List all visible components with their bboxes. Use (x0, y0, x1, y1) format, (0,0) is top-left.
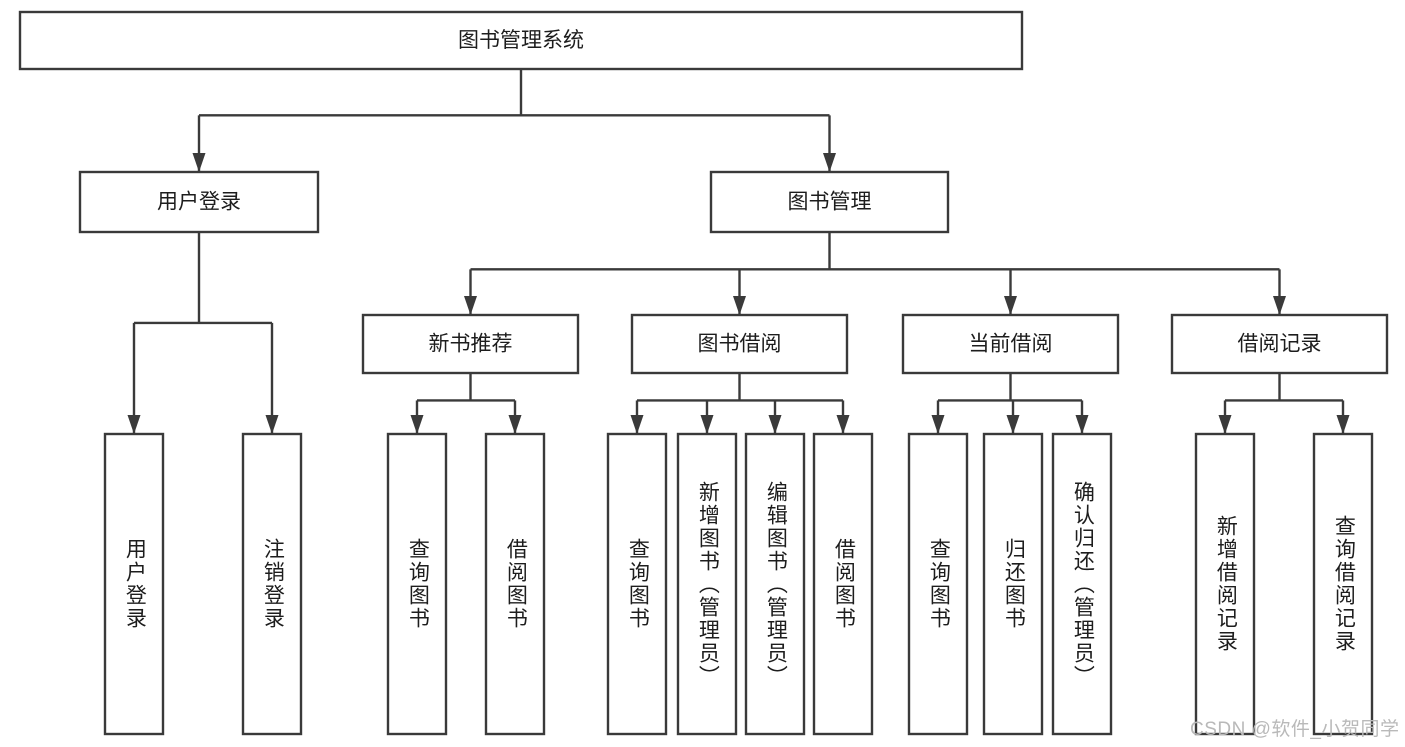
node-leaf-return-book[interactable] (982, 432, 1044, 736)
arrow-head-icon (464, 296, 477, 315)
arrow-head-icon (733, 296, 746, 315)
connector-group-new-book-recommend (410, 373, 522, 434)
node-leaf-confirm-return[interactable] (1051, 432, 1113, 736)
node-label: 用户登录 (157, 191, 241, 214)
arrow-head-icon (1006, 415, 1020, 434)
arrow-head-icon (265, 415, 279, 434)
node-box (606, 432, 668, 736)
node-box (982, 432, 1044, 736)
node-root[interactable]: 图书管理系统 (18, 10, 1024, 71)
connector-group-root (192, 69, 836, 172)
arrow-head-icon (1218, 415, 1232, 434)
node-box (361, 313, 580, 375)
arrow-head-icon (1336, 415, 1350, 434)
node-book-borrow[interactable]: 图书借阅 (630, 313, 849, 375)
node-box (901, 313, 1120, 375)
node-box (103, 432, 165, 736)
arrow-head-icon (700, 415, 714, 434)
node-leaf-add-book[interactable] (676, 432, 738, 736)
node-box (484, 432, 546, 736)
connector-group-borrow-record (1218, 373, 1350, 434)
node-leaf-query-book-1[interactable] (386, 432, 448, 736)
node-label: 图书借阅 (698, 333, 782, 356)
arrow-head-icon (1273, 296, 1286, 315)
node-leaf-query-book-3[interactable] (907, 432, 969, 736)
arrow-head-icon (192, 153, 206, 172)
node-box (907, 432, 969, 736)
node-box (18, 10, 1024, 71)
node-box (676, 432, 738, 736)
arrow-head-icon (630, 415, 644, 434)
node-box (1194, 432, 1256, 736)
node-box (812, 432, 874, 736)
node-borrow-record[interactable]: 借阅记录 (1170, 313, 1389, 375)
arrow-head-icon (1075, 415, 1089, 434)
arrow-head-icon (127, 415, 141, 434)
node-box (1051, 432, 1113, 736)
node-box (78, 170, 320, 234)
node-label: 当前借阅 (969, 333, 1053, 356)
node-box (744, 432, 806, 736)
node-leaf-user-login[interactable] (103, 432, 165, 736)
node-box (386, 432, 448, 736)
node-book-manage[interactable]: 图书管理 (709, 170, 950, 234)
node-box (709, 170, 950, 234)
node-leaf-add-record[interactable] (1194, 432, 1256, 736)
arrow-head-icon (836, 415, 850, 434)
node-leaf-borrow-book-1[interactable] (484, 432, 546, 736)
connector-group-current-borrow (931, 373, 1089, 434)
node-user-login[interactable]: 用户登录 (78, 170, 320, 234)
node-label: 图书管理 (788, 191, 872, 214)
arrow-head-icon (931, 415, 945, 434)
arrow-head-icon (768, 415, 782, 434)
node-leaf-borrow-book-2[interactable] (812, 432, 874, 736)
connector-group-book-borrow (630, 373, 850, 434)
arrow-head-icon (410, 415, 424, 434)
arrow-head-icon (1004, 296, 1017, 315)
node-label: 借阅记录 (1238, 333, 1322, 356)
node-current-borrow[interactable]: 当前借阅 (901, 313, 1120, 375)
arrow-head-icon (823, 153, 836, 172)
watermark-text: CSDN @软件_小贺同学 (1190, 719, 1400, 740)
connector-group-book-manage (464, 232, 1286, 315)
node-leaf-edit-book[interactable] (744, 432, 806, 736)
node-box (1170, 313, 1389, 375)
arrow-head-icon (508, 415, 522, 434)
node-label: 图书管理系统 (458, 29, 584, 52)
connector-group-user-login (127, 232, 279, 434)
node-leaf-query-book-2[interactable] (606, 432, 668, 736)
node-new-book-recommend[interactable]: 新书推荐 (361, 313, 580, 375)
node-box (630, 313, 849, 375)
node-label: 新书推荐 (429, 333, 513, 356)
node-box (1312, 432, 1374, 736)
node-leaf-query-record[interactable] (1312, 432, 1374, 736)
node-leaf-logout[interactable] (241, 432, 303, 736)
node-box (241, 432, 303, 736)
